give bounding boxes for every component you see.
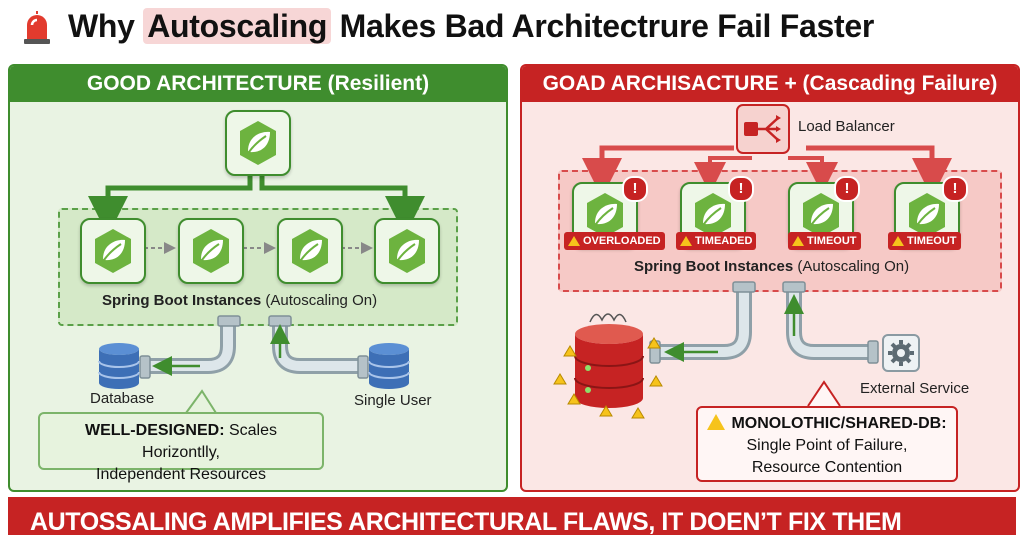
database-label: Database [90, 390, 155, 407]
spring-leaf-icon [292, 229, 328, 273]
warning-triangle-icon [568, 236, 580, 246]
spring-leaf-icon [909, 193, 945, 237]
good-callout: WELL-DESIGNED: Scales Horizontlly, Indep… [38, 412, 324, 483]
good-instance-node [178, 218, 244, 284]
siren-icon [24, 11, 50, 44]
bad-callout: MONOLOTHIC/SHARED-DB: Single Point of Fa… [696, 406, 958, 482]
spring-leaf-icon [193, 229, 229, 273]
good-instances-label: Spring Boot Instances (Autoscaling On) [102, 292, 378, 309]
good-entry-node [225, 110, 291, 176]
user-database-icon [368, 343, 410, 389]
spring-leaf-icon [95, 229, 131, 273]
good-instance-node [374, 218, 440, 284]
bad-connectors [582, 145, 952, 407]
spring-leaf-icon [240, 121, 276, 165]
status-tag-timeout: TIMEOUT [888, 232, 961, 250]
instance-warning-icon: ! [622, 176, 648, 202]
spring-leaf-icon [695, 193, 731, 237]
warning-triangle-icon [792, 236, 804, 246]
single-user-label: Single User [354, 392, 432, 409]
warning-triangle-icon [892, 236, 904, 246]
title-row: Why Autoscaling Makes Bad Architectrure … [0, 0, 1024, 58]
instance-warning-icon: ! [728, 176, 754, 202]
good-instance-node [277, 218, 343, 284]
status-tag-timeout: TIMEOUT [788, 232, 861, 250]
bad-panel-header: GOAD ARCHISACTURE + (Cascading Failure) [522, 66, 1018, 102]
status-tag-overloaded: OVERLOADED [564, 232, 665, 250]
good-connectors [88, 170, 425, 414]
bad-instances-label: Spring Boot Instances (Autoscaling On) [634, 258, 910, 275]
page-title: Why Autoscaling Makes Bad Architectrure … [68, 8, 874, 44]
failing-database-icon [553, 313, 663, 419]
bad-architecture-panel: GOAD ARCHISACTURE + (Cascading Failure) … [520, 64, 1020, 492]
status-tag-timeaded: TIMEADED [676, 232, 757, 250]
bottom-banner: AUTOSSALING AMPLIFIES ARCHITECTURAL FLAW… [8, 497, 1016, 535]
database-icon [98, 343, 140, 389]
warning-triangle-icon [680, 236, 692, 246]
good-instance-node [80, 218, 146, 284]
external-service-label: External Service [860, 380, 970, 397]
spring-leaf-icon [803, 193, 839, 237]
title-highlight: Autoscaling [143, 8, 332, 44]
good-panel-header: GOOD ARCHITECTURE (Resilient) [10, 66, 506, 102]
load-balancer-label: Load Balancer [798, 118, 895, 135]
spring-leaf-icon [389, 229, 425, 273]
spring-leaf-icon [587, 193, 623, 237]
good-architecture-panel: GOOD ARCHITECTURE (Resilient) [8, 64, 508, 492]
instance-warning-icon: ! [942, 176, 968, 202]
load-balancer-icon [736, 104, 790, 154]
gear-icon [882, 334, 920, 372]
instance-warning-icon: ! [834, 176, 860, 202]
warning-triangle-icon [707, 414, 726, 430]
